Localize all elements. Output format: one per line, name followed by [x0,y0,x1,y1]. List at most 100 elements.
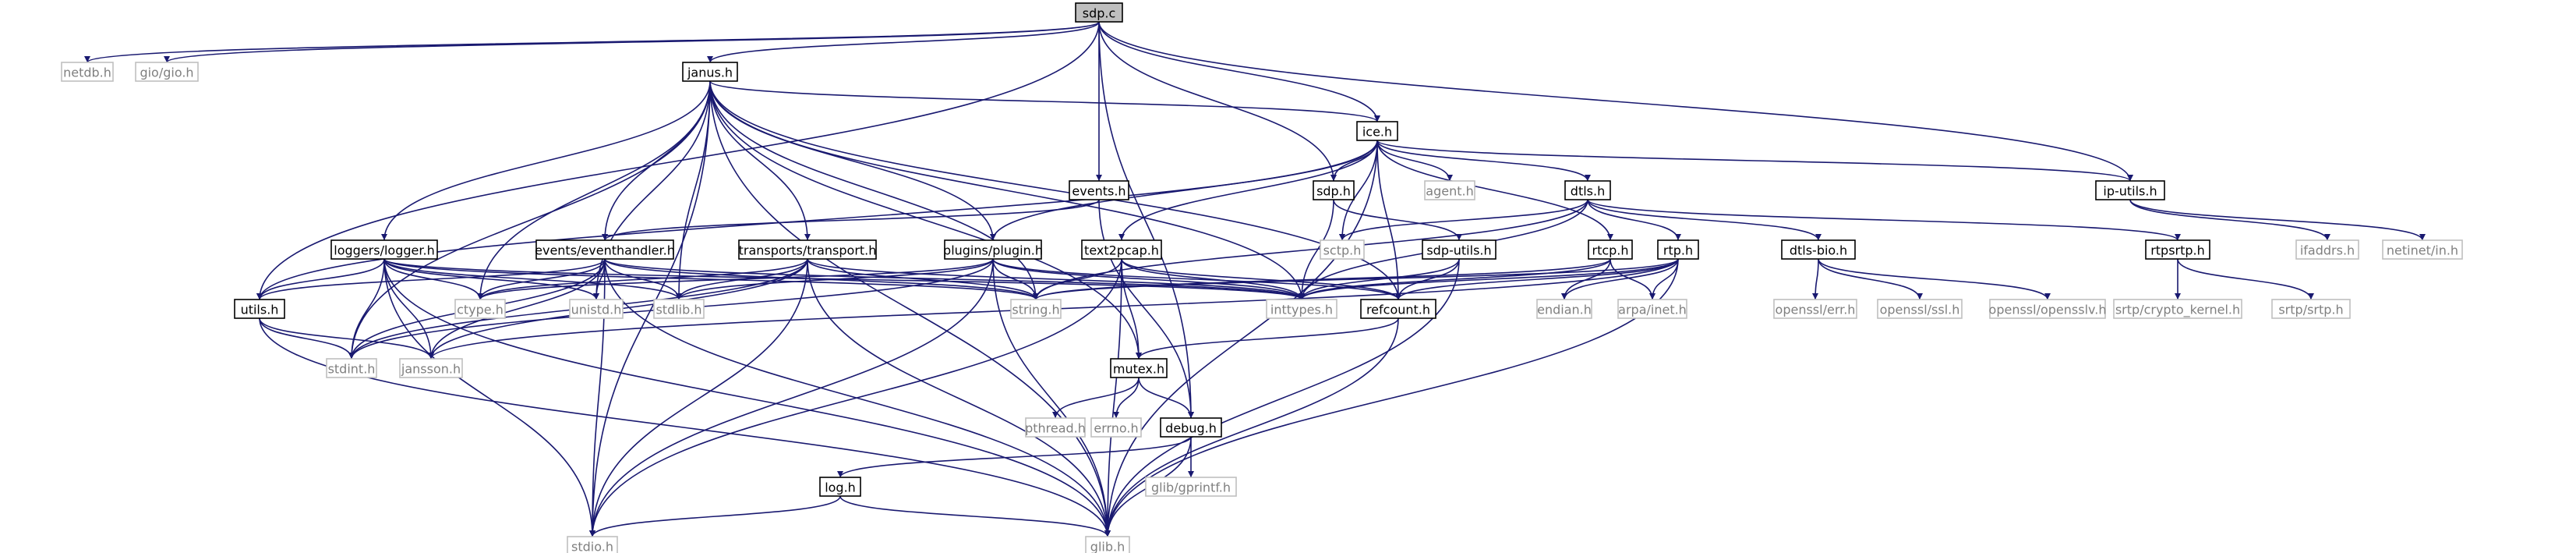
edge-plugin-to-stdlib [676,258,994,300]
node-events[interactable]: events.h [1069,180,1129,200]
node-stdlib: stdlib.h [653,299,705,319]
node-jansson: jansson.h [399,358,463,378]
node-eventhandler[interactable]: events/eventhandler.h [535,239,675,260]
node-iputils[interactable]: ip-utils.h [2095,180,2165,200]
node-transport[interactable]: transports/transport.h [738,239,877,260]
node-label: errno.h [1094,421,1138,436]
edge-transport-to-string [807,258,1039,300]
node-refcount[interactable]: refcount.h [1360,299,1436,319]
edge-ice-to-iputils [1376,140,2133,182]
edge-dtlsbio-to-opensslerr [1812,258,1819,300]
node-box [819,477,861,497]
node-box [1145,477,1237,497]
node-box [1320,239,1365,260]
node-dtls[interactable]: dtls.h [1564,180,1611,200]
edge-dtls-to-rtpsrtp [1587,199,2181,241]
edge-dtls-to-rtp [1587,199,1681,241]
edge-eventhandler-to-string [604,258,1039,300]
node-arpainet: arpa/inet.h [1617,299,1687,319]
node-box [1356,121,1398,141]
node-sdputils[interactable]: sdp-utils.h [1422,239,1496,260]
node-rtp[interactable]: rtp.h [1657,239,1699,260]
edge-utils-to-jansson [259,317,434,360]
edge-loggers-to-jansson [383,258,434,360]
edge-plugin-to-refcount [992,258,1401,300]
node-ctype: ctype.h [454,299,506,319]
edge-janus-to-stdio [589,80,711,537]
edge-janus-to-ctype [477,80,711,300]
node-mutex[interactable]: mutex.h [1110,358,1168,378]
edge-rtp-to-inttypes [1299,258,1679,300]
node-label: rtp.h [1663,243,1693,258]
node-dtlsbio[interactable]: dtls-bio.h [1781,239,1856,260]
node-janus[interactable]: janus.h [682,62,738,82]
node-label: janus.h [687,66,733,80]
node-debug[interactable]: debug.h [1160,417,1222,438]
edge-transport-to-glib [807,258,1111,537]
node-text2pcap[interactable]: text2pcap.h [1081,239,1162,260]
node-plugin[interactable]: plugins/plugin.h [943,239,1043,260]
edge-ice-to-text2pcap [1118,140,1378,241]
edge-ice-to-rtcp [1376,140,1613,241]
node-box [944,239,1042,260]
node-label: gio/gio.h [140,66,193,80]
node-label: ifaddrs.h [2300,243,2355,258]
node-box [1010,299,1062,319]
edge-utils-to-glib [259,317,1111,537]
node-box [1617,299,1687,319]
node-label: sctp.h [1323,243,1362,258]
edge-loggers-to-stdint [348,258,385,360]
edge-refcount-to-mutex [1136,317,1399,360]
edge-sdputils-to-refcount [1395,258,1460,300]
node-label: srtp/crypto_kernel.h [2115,303,2240,318]
edge-plugin-to-stdio [589,258,994,537]
edge-ice-to-refcount [1376,140,1401,300]
node-stdint: stdint.h [326,358,377,378]
node-agent: agent.h [1424,180,1475,200]
edge-loggers-to-stdlib [383,258,682,300]
edge-ice-to-sdp [1330,140,1378,182]
edge-text2pcap-to-mutex [1121,258,1142,360]
node-label: netinet/in.h [2387,243,2458,258]
node-rtcp[interactable]: rtcp.h [1588,239,1633,260]
node-opensslssl: openssl/ssl.h [1877,299,1963,319]
edge-rtp-to-endian [1561,258,1679,300]
node-endian: endian.h [1536,299,1592,319]
node-label: events.h [1072,184,1125,199]
edge-loggers-to-string [383,258,1039,300]
edge-loggers-to-glib [383,258,1111,537]
node-sdp[interactable]: sdp.h [1313,180,1355,200]
node-box [1085,536,1130,553]
node-label: plugins/plugin.h [943,243,1043,258]
node-pthread: pthread.h [1025,417,1086,438]
node-log[interactable]: log.h [819,477,861,497]
node-sdp_c[interactable]: sdp.c [1075,2,1123,23]
node-box [1877,299,1963,319]
node-label: sdp.h [1316,184,1351,199]
edge-mutex-to-debug [1138,377,1194,419]
node-label: loggers/logger.h [334,243,434,258]
node-label: transports/transport.h [739,243,877,258]
edge-rtcp-to-endian [1561,258,1611,300]
node-loggers[interactable]: loggers/logger.h [330,239,438,260]
node-box [454,299,506,319]
edge-layer [84,21,2426,537]
node-utils[interactable]: utils.h [234,299,285,319]
edge-dtls-to-string [1033,199,1588,300]
node-ice[interactable]: ice.h [1356,121,1398,141]
node-opensslv: openssl/opensslv.h [1989,299,2106,319]
node-giogio: gio/gio.h [135,62,199,82]
node-box [1564,180,1611,200]
edge-events-to-debug [1098,199,1194,419]
node-box [1025,417,1086,438]
node-netinet: netinet/in.h [2382,239,2463,260]
node-srtpkernel: srtp/crypto_kernel.h [2113,299,2242,319]
node-rtpsrtp[interactable]: rtpsrtp.h [2145,239,2210,260]
node-label: inttypes.h [1270,303,1333,317]
edge-eventhandler-to-utils [256,258,606,300]
node-unistd: unistd.h [569,299,624,319]
node-box [653,299,705,319]
node-label: stdio.h [571,540,613,553]
edge-janus-to-transport [709,80,811,241]
